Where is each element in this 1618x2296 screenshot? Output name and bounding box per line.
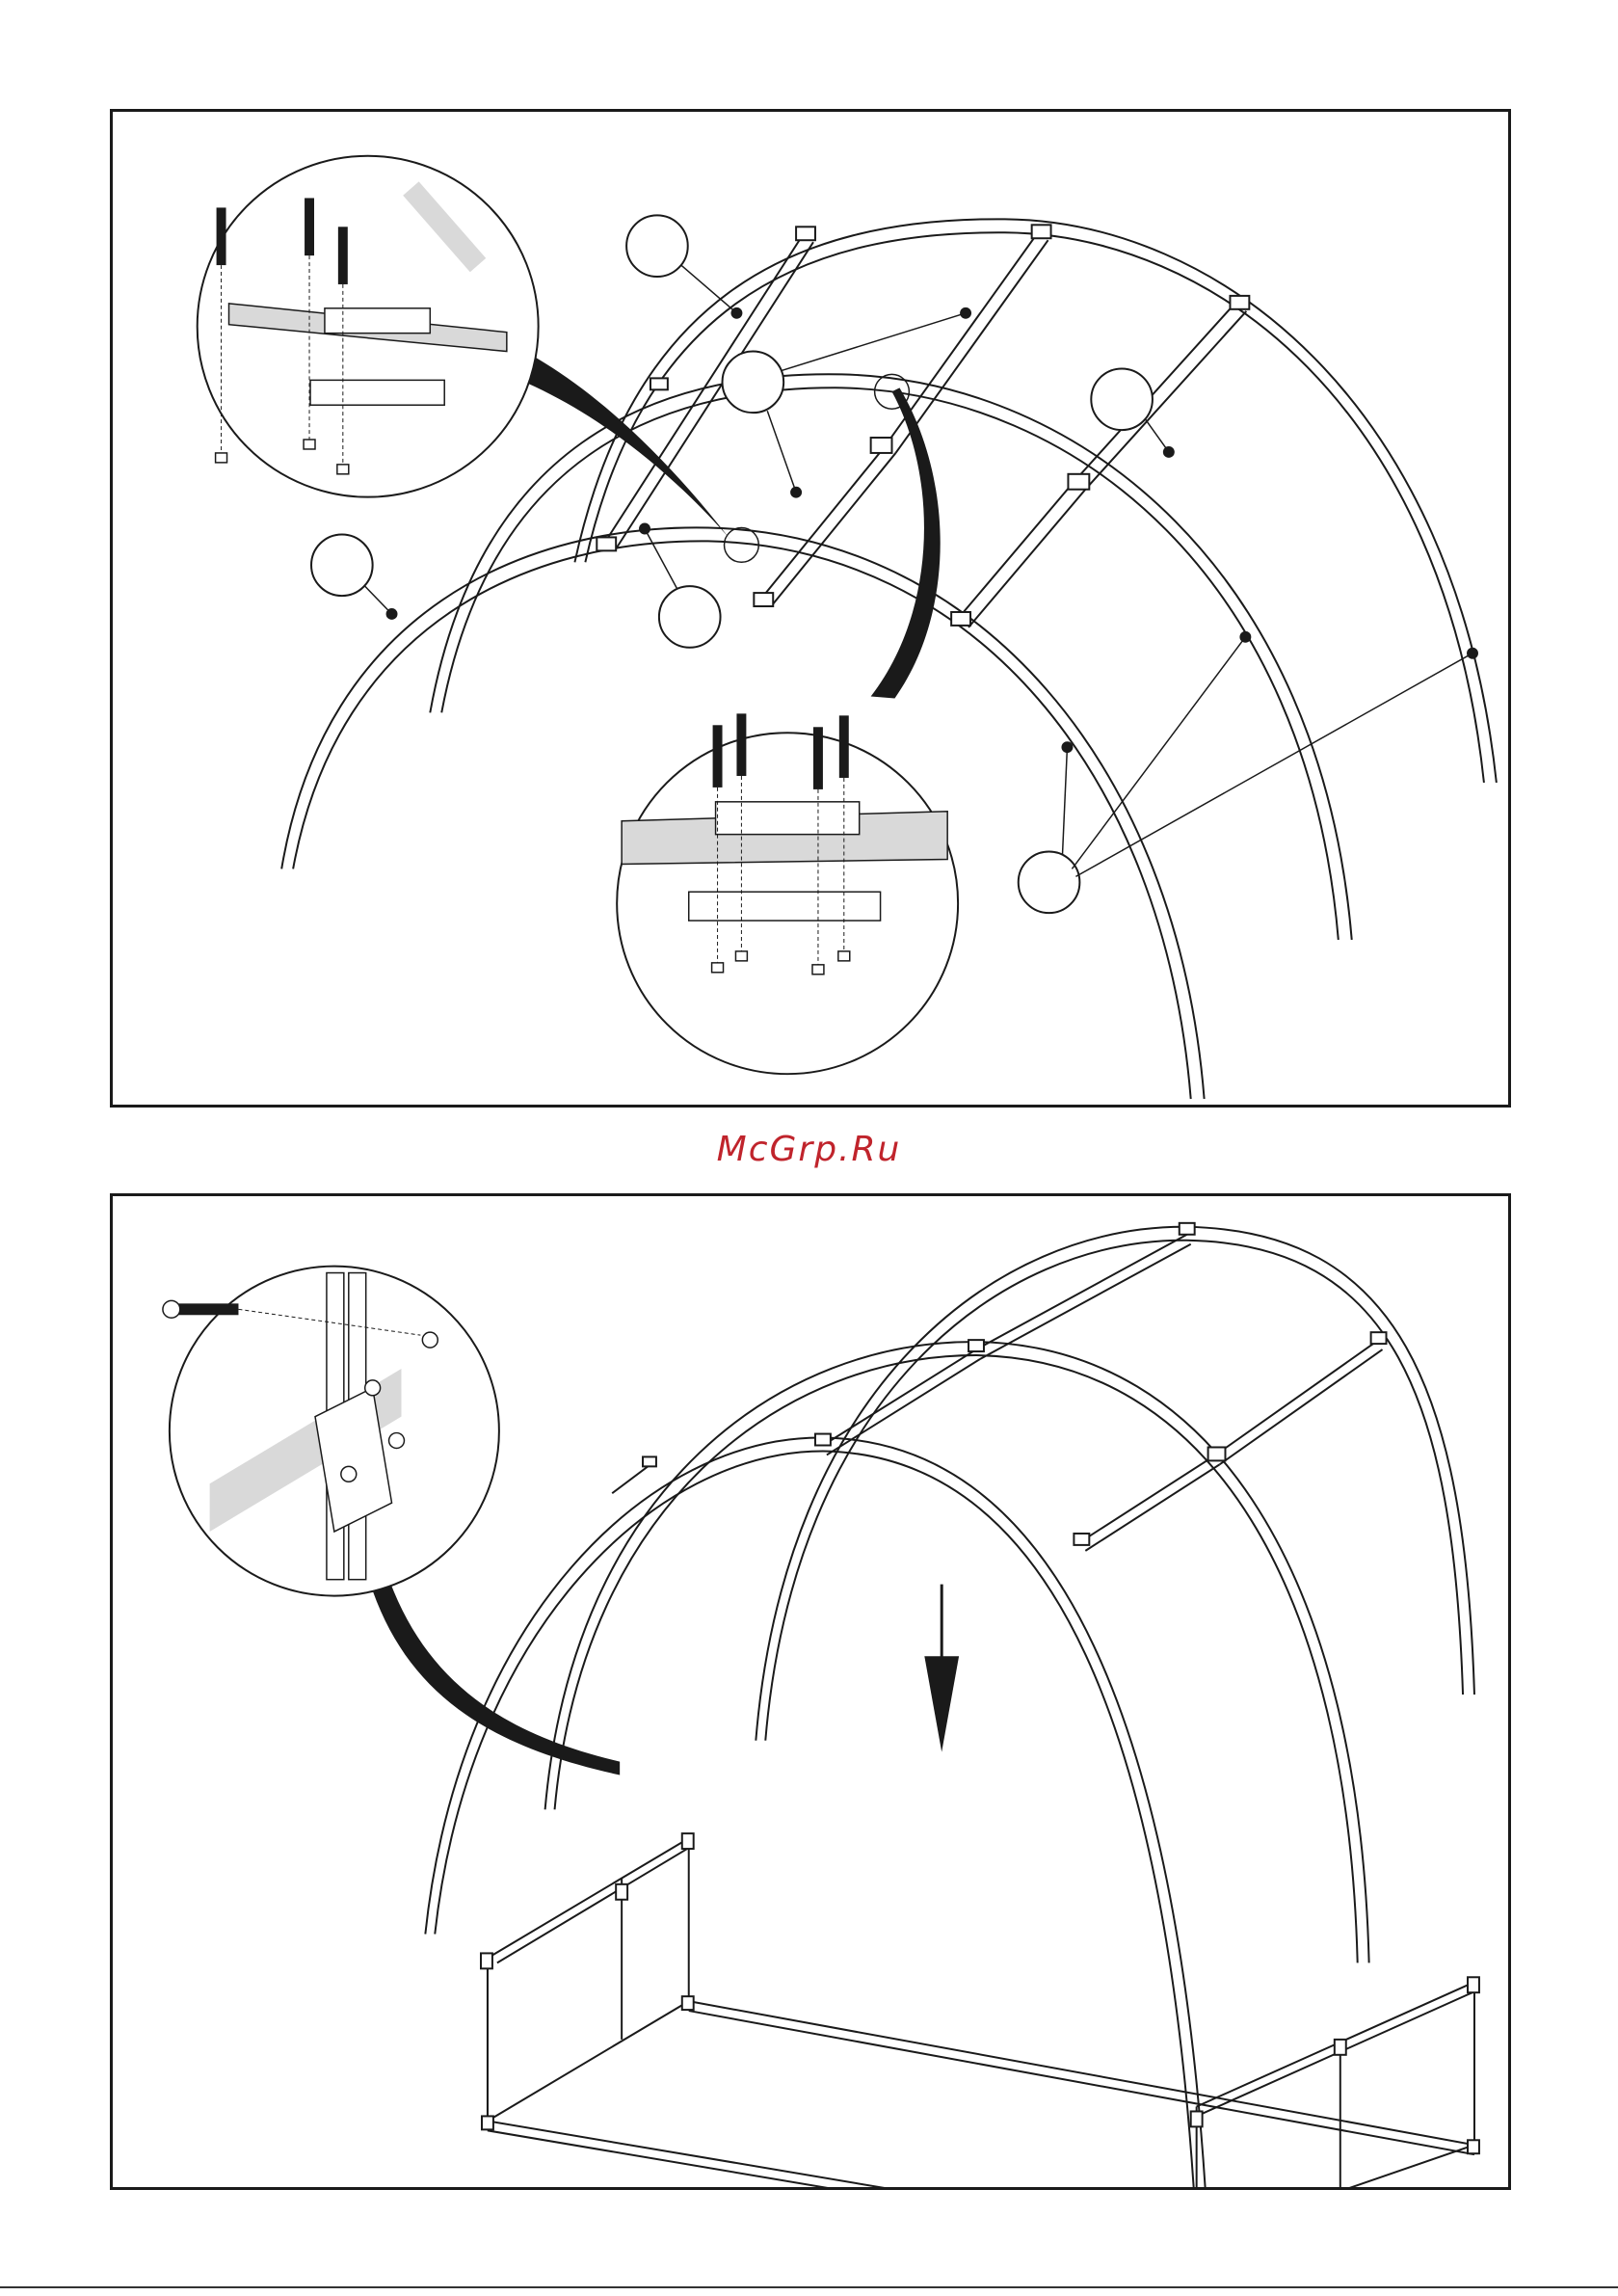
corner-bolt-detail <box>163 1267 499 1596</box>
base-frame-front-rail <box>488 2121 1197 2187</box>
roof-arches-illustration <box>113 112 1508 1105</box>
part-label-circle <box>626 215 688 277</box>
roof-arch-back <box>756 1227 1474 1741</box>
page-footer-rule <box>0 2286 1618 2288</box>
base-frame-right-side <box>1197 1982 1474 2145</box>
part-label-circle <box>1091 368 1153 430</box>
cross-connector-detail <box>617 713 958 1074</box>
down-arrow-icon <box>924 1585 959 1752</box>
assembly-step-roof-arches <box>110 109 1511 1108</box>
assembly-step-roof-onto-base <box>110 1193 1511 2190</box>
ridge-crossbar-3 <box>759 447 884 601</box>
bolt-plate-joint-detail <box>198 156 539 497</box>
back-arch <box>574 219 1496 783</box>
side-crossbar-2 <box>957 482 1074 620</box>
ridge-crossbar-1b <box>616 242 813 548</box>
roof-to-base-illustration <box>113 1196 1508 2187</box>
callout-connector <box>871 387 941 698</box>
base-frame-left-side <box>488 1838 689 2121</box>
part-label-circle <box>659 586 721 648</box>
part-label-circle <box>723 352 784 414</box>
back-arch-inner <box>585 232 1484 783</box>
side-crossbar-2b <box>968 490 1085 627</box>
part-label-circle <box>1019 852 1080 914</box>
roof-arch-front-inner <box>435 1451 1194 2187</box>
base-frame-back-rail <box>689 2001 1474 2145</box>
ridge-crossbar-2b <box>895 240 1048 453</box>
roof-arch-back-inner <box>765 1241 1463 1741</box>
part-label-circle <box>311 534 373 596</box>
watermark: McGrp.Ru <box>0 1130 1618 1169</box>
